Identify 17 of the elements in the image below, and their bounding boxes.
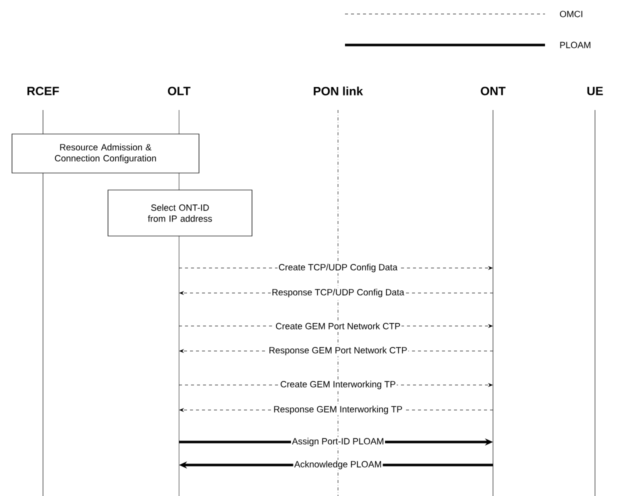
edge-label: Response TCP/UDP Config Data [270, 288, 406, 298]
edge-label: Create GEM Port Network CTP [274, 322, 402, 330]
edge-label: Assign Port-ID PLOAM [291, 436, 386, 448]
lifeline-header: PON link [314, 86, 364, 96]
edge-label: Response GEM Interworking TP [272, 404, 404, 416]
lifeline-header: OLT [168, 86, 190, 96]
legend-label: PLOAM [560, 42, 590, 48]
edge-label: Create TCP/UDP Config Data [277, 262, 399, 274]
lifeline-header: ONT [480, 86, 506, 96]
edge-label: Create GEM Interworking TP [279, 380, 397, 390]
lifeline-header: UE [587, 86, 603, 96]
process-box: Select ONT-ID from IP address [108, 190, 252, 236]
legend-label: OMCI [560, 10, 582, 18]
process-box: Resource Admission & Connection Configuration [12, 134, 200, 174]
lifeline-header: RCEF [27, 86, 59, 96]
edge-label: Response GEM Port Network CTP [268, 346, 408, 356]
edge-label: Acknowledge PLOAM [293, 460, 383, 470]
